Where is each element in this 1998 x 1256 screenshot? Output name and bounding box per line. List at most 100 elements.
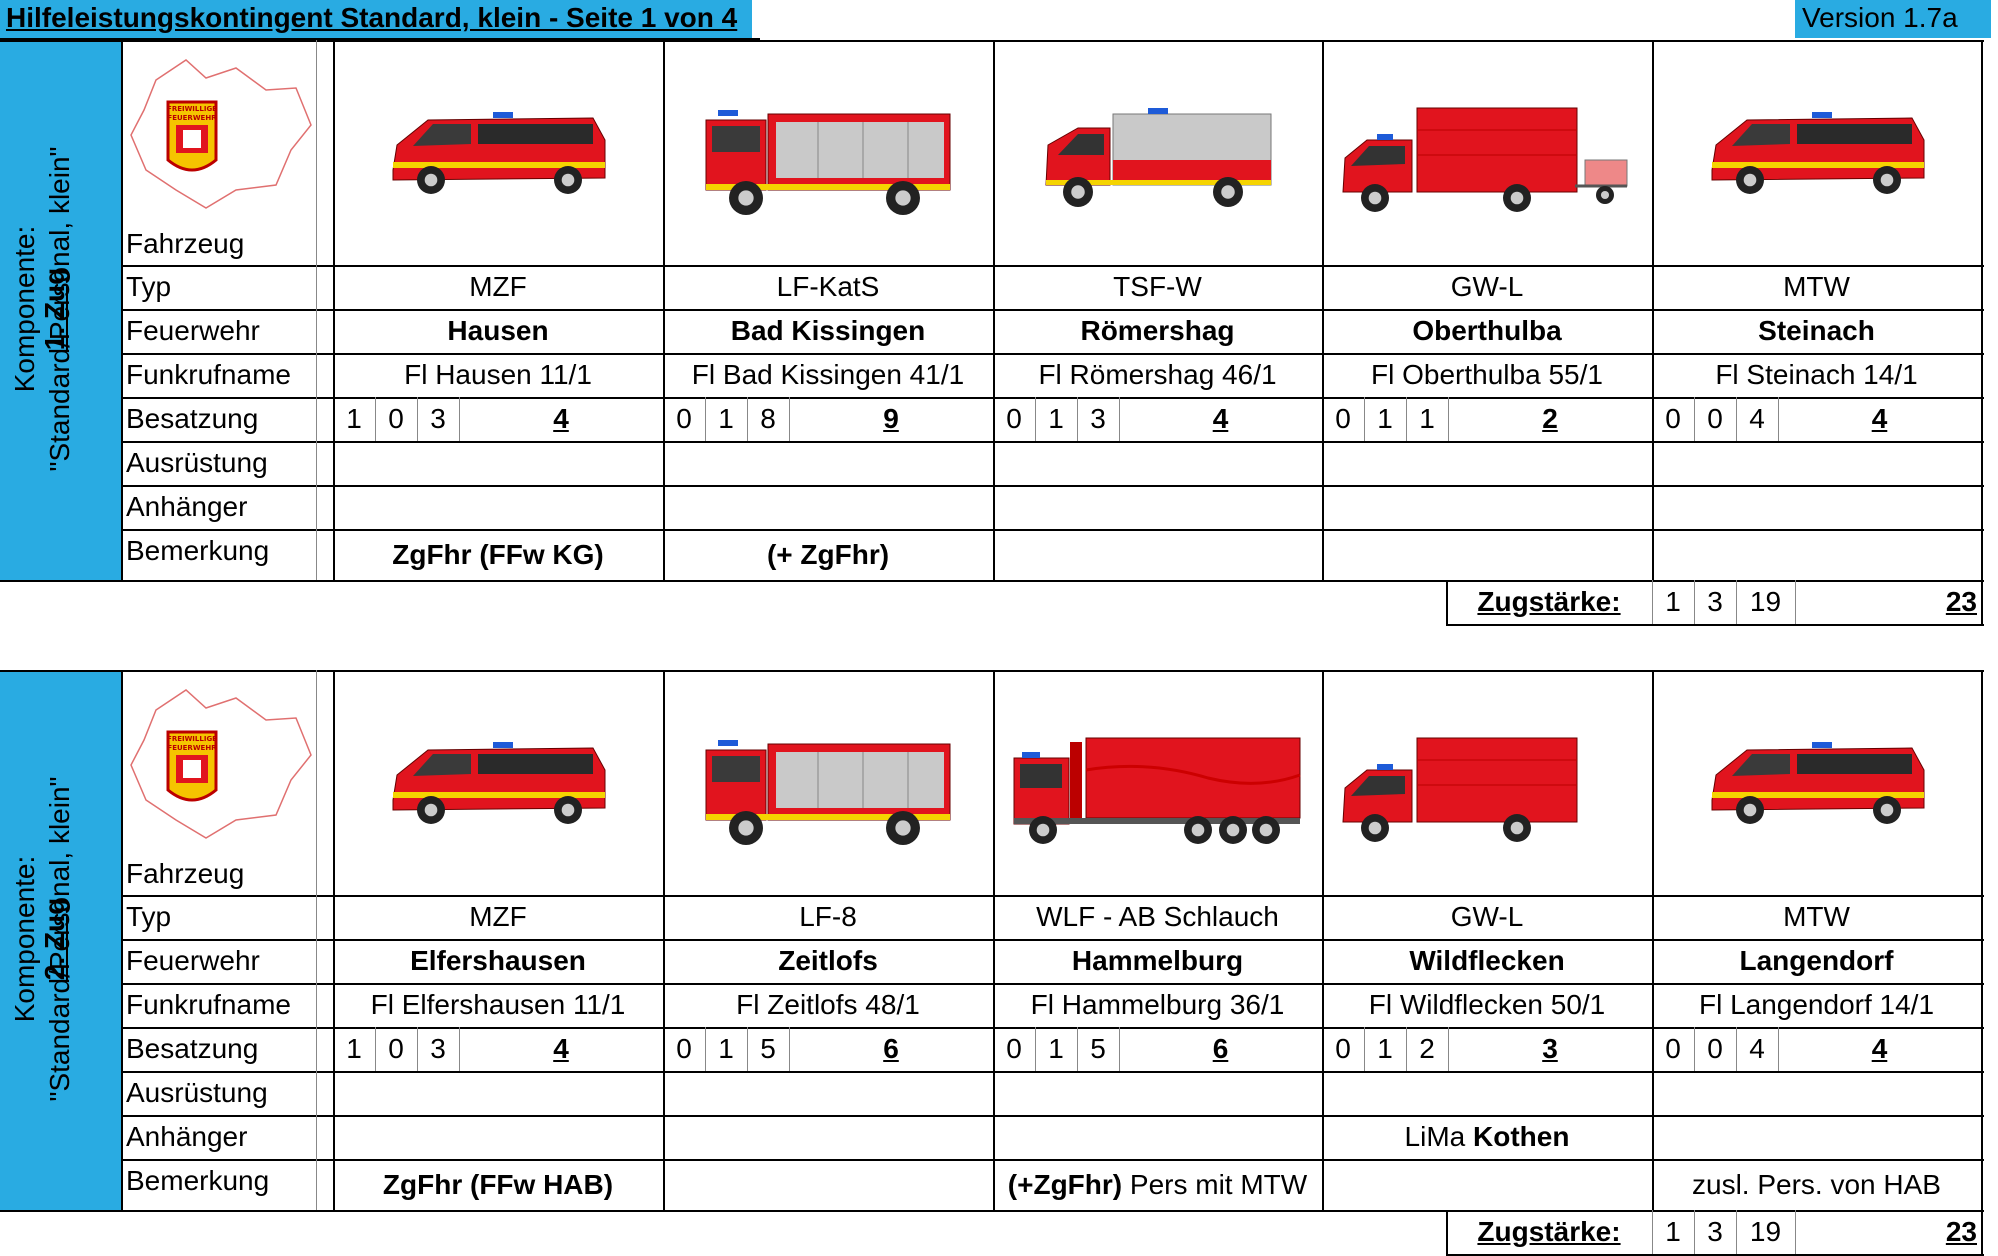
row-label-1: Typ xyxy=(126,271,172,302)
cell-bemerkung: (+ ZgFhr) xyxy=(766,539,890,570)
sidebar-panel xyxy=(0,670,121,1210)
svg-text:FREIWILLIGE: FREIWILLIGE xyxy=(167,105,217,113)
component-label: Komponente: xyxy=(9,225,40,393)
grid-line xyxy=(333,40,335,580)
grid-line xyxy=(789,397,790,441)
grid-line xyxy=(121,441,1984,443)
crew-total: 4 xyxy=(1212,403,1229,434)
crew-total: 4 xyxy=(1871,403,1888,434)
grid-line xyxy=(663,670,665,1210)
grid-line xyxy=(121,1071,1984,1073)
grid-line xyxy=(1736,397,1737,441)
cell-typ: MZF xyxy=(469,901,527,932)
grid-line xyxy=(121,265,1984,267)
sidebar-panel xyxy=(0,40,121,580)
row-label-2: Feuerwehr xyxy=(126,315,260,346)
crew-count: 0 xyxy=(676,1033,692,1064)
cell-funkrufname: Fl Wildflecken 50/1 xyxy=(1368,989,1606,1020)
grid-line xyxy=(375,397,376,441)
grid-line xyxy=(1652,40,1654,580)
grid-line xyxy=(121,939,1984,941)
cell-feuerwehr: Steinach xyxy=(1758,315,1875,346)
row-label-0: Fahrzeug xyxy=(126,228,245,259)
cell-feuerwehr: Bad Kissingen xyxy=(730,315,926,346)
grid-line xyxy=(1981,670,1983,1210)
grid-line xyxy=(1446,624,1984,626)
grid-line xyxy=(1795,1210,1796,1254)
trailer-name: Kothen xyxy=(1473,1121,1570,1152)
grid-line xyxy=(993,40,995,580)
cell-typ: WLF - AB Schlauch xyxy=(1036,901,1279,932)
grid-line xyxy=(121,670,123,1210)
strength-total: 23 xyxy=(1945,586,1977,617)
grid-line xyxy=(121,1027,1984,1029)
cell-funkrufname: Fl Steinach 14/1 xyxy=(1715,359,1918,390)
crew-count: 0 xyxy=(1335,403,1351,434)
minibus-icon xyxy=(1652,100,1981,205)
grid-line xyxy=(1406,397,1407,441)
grid-line xyxy=(1694,1210,1695,1254)
row-label-7: Bemerkung xyxy=(126,1165,270,1196)
row-label-5: Ausrüstung xyxy=(126,1077,268,1108)
cell-feuerwehr: Römershag xyxy=(1080,315,1235,346)
version-label: Version 1.7a xyxy=(1802,2,1958,33)
grid-line xyxy=(1035,1027,1036,1071)
component-label: Komponente: xyxy=(9,855,40,1023)
cell-feuerwehr: Zeitlofs xyxy=(778,945,878,976)
cell-funkrufname: Fl Elfershausen 11/1 xyxy=(370,989,626,1020)
row-label-4: Besatzung xyxy=(126,1033,259,1064)
box-truck-icon xyxy=(1322,730,1652,855)
strength-value: 1 xyxy=(1665,586,1681,617)
cell-funkrufname: Fl Oberthulba 55/1 xyxy=(1371,359,1603,390)
cell-bemerkung: zusl. Pers. von HAB xyxy=(1692,1169,1941,1200)
crew-count: 1 xyxy=(1377,403,1393,434)
grid-line xyxy=(747,1027,748,1071)
grid-line xyxy=(121,309,1984,311)
svg-text:FEUERWEHR: FEUERWEHR xyxy=(167,114,217,122)
grid-line xyxy=(1077,397,1078,441)
row-label-4: Besatzung xyxy=(126,403,259,434)
crew-total: 3 xyxy=(1542,1033,1558,1064)
van-icon xyxy=(333,730,663,835)
remark-text: Pers mit MTW xyxy=(1122,1169,1308,1200)
cell-feuerwehr: Wildflecken xyxy=(1409,945,1565,976)
crew-total: 6 xyxy=(883,1033,899,1064)
zug-label: 1. Zug xyxy=(39,267,70,351)
grid-line xyxy=(1694,397,1695,441)
crew-count: 0 xyxy=(1006,403,1022,434)
grid-line xyxy=(993,670,995,1210)
row-label-5: Ausrüstung xyxy=(126,447,268,478)
grid-line xyxy=(1077,1027,1078,1071)
trailer-prefix: LiMa xyxy=(1404,1121,1474,1152)
crew-count: 5 xyxy=(760,1033,776,1064)
cell-typ: TSF-W xyxy=(1113,271,1202,302)
cell-feuerwehr: Oberthulba xyxy=(1412,315,1562,346)
zug-label: 2. Zug xyxy=(39,897,70,981)
crew-count: 1 xyxy=(718,1033,734,1064)
row-label-6: Anhänger xyxy=(126,491,248,522)
grid-line xyxy=(1736,1210,1737,1254)
cell-funkrufname: Fl Zeitlofs 48/1 xyxy=(736,989,920,1020)
grid-line xyxy=(417,1027,418,1071)
grid-line xyxy=(1981,1210,1983,1254)
grid-line xyxy=(121,1115,1984,1117)
logo-area: FREIWILLIGE FEUERWEHR xyxy=(126,680,316,845)
crew-count: 1 xyxy=(346,1033,362,1064)
grid-line xyxy=(1652,580,1653,624)
strength-value: 3 xyxy=(1707,586,1723,617)
crew-total: 9 xyxy=(883,403,899,434)
crew-total: 4 xyxy=(1871,1033,1888,1064)
strength-label: Zugstärke: xyxy=(1477,586,1621,617)
grid-line xyxy=(1446,1210,1448,1254)
grid-line xyxy=(1694,1027,1695,1071)
fire-truck-icon xyxy=(663,730,993,855)
grid-line xyxy=(1035,397,1036,441)
cell-bemerkung: ZgFhr (FFw KG) xyxy=(392,539,604,570)
crew-count: 0 xyxy=(388,403,404,434)
grid-line xyxy=(663,40,665,580)
grid-line xyxy=(1448,1027,1449,1071)
crew-count: 5 xyxy=(1090,1033,1106,1064)
strength-value: 1 xyxy=(1665,1216,1681,1247)
cell-funkrufname: Fl Langendorf 14/1 xyxy=(1698,989,1935,1020)
strength-value: 19 xyxy=(1749,1216,1782,1247)
